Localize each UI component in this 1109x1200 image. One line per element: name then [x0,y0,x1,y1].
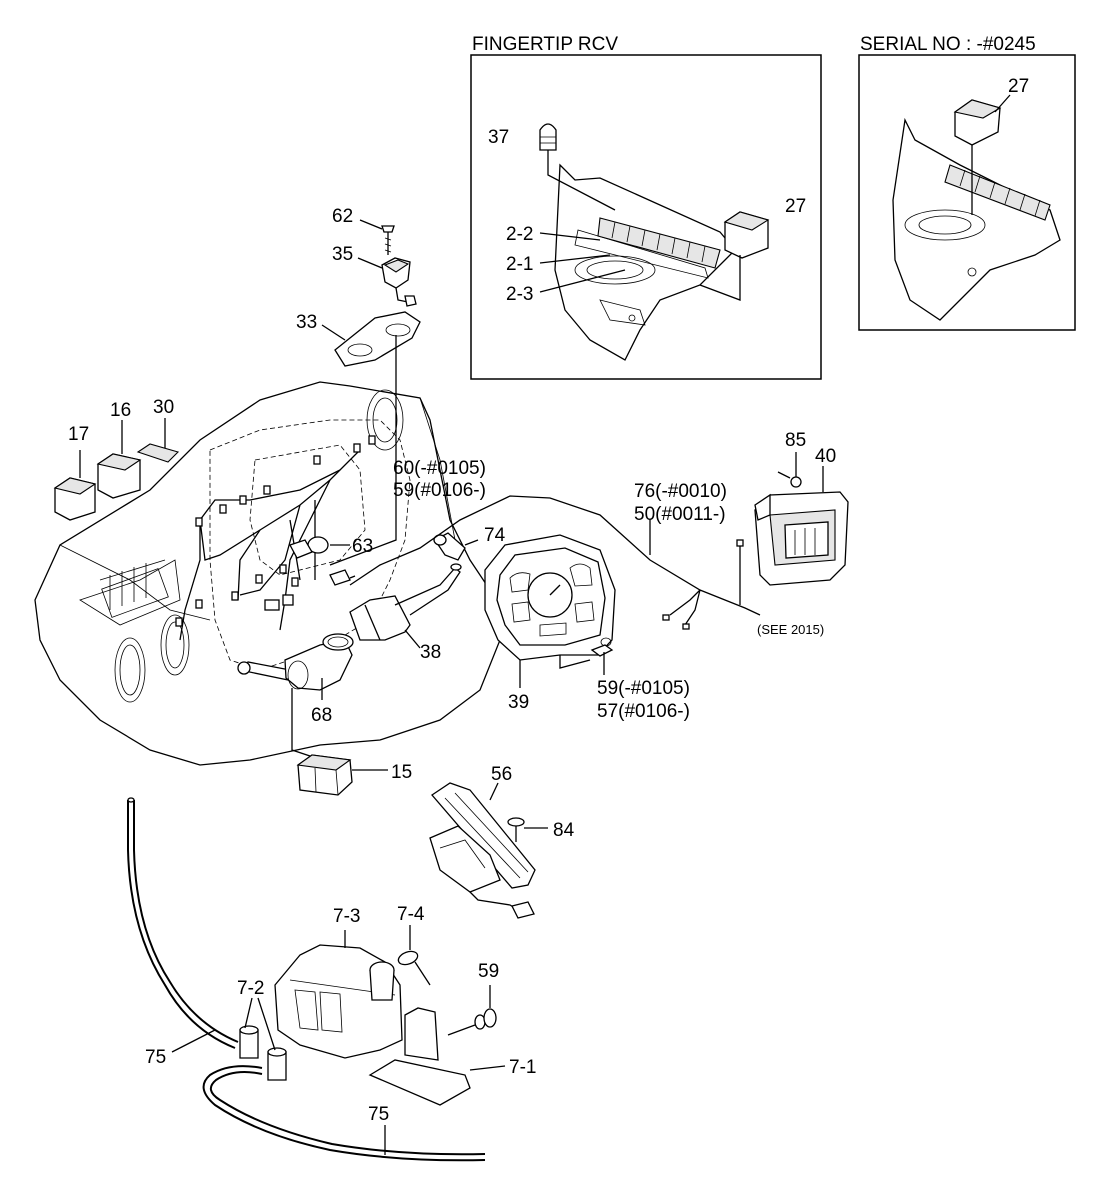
label-7-2: 7-2 [237,978,264,999]
label-59-a: 59(#0106-) [393,480,486,501]
part-35-bracket [357,257,417,307]
label-16: 16 [110,400,131,421]
label-33: 33 [296,312,317,333]
part-84-bolt [507,817,548,842]
label-76: 76(-#0010) [634,481,727,502]
part-7-2-fittings [239,997,287,1081]
label-35: 35 [332,244,353,265]
inset-serial-no: SERIAL NO : -#0245 27 [858,34,1076,331]
part-39-gauge-cluster [484,534,616,688]
part-62-screw [359,219,395,255]
part-40-display [754,466,849,586]
label-2-1: 2-1 [506,254,533,275]
part-7-4-cap [397,925,431,986]
part-68-column-switch [237,633,354,761]
label-84: 84 [553,820,575,841]
label-2-3: 2-3 [506,284,533,305]
part-38-column-cover [349,563,462,649]
dashboard-panel [34,381,501,766]
part-37-knob [539,123,616,211]
part-63-clamp [289,536,356,586]
inset-fingertip-title: FINGERTIP RCV [472,34,618,55]
label-39: 39 [508,692,529,713]
label-27-fingertip: 27 [785,196,806,217]
inset-serial-frame [858,54,1076,331]
part-15-switch [296,754,388,796]
label-59-c: 59 [478,961,499,982]
part-75-hose [127,797,486,1162]
part-7-1-bracket [368,1007,506,1106]
label-7-1: 7-1 [509,1057,536,1078]
inset-fingertip-frame [470,54,822,380]
label-56: 56 [491,764,512,785]
label-68: 68 [311,705,332,726]
label-38: 38 [420,642,441,663]
fingertip-console [554,163,736,361]
label-60: 60(-#0105) [393,458,486,479]
label-30: 30 [153,397,174,418]
part-17-switch [53,450,97,521]
label-75-b: 75 [368,1104,389,1125]
label-57: 57(#0106-) [597,701,690,722]
part-30-cover [136,418,180,463]
label-74: 74 [484,525,506,546]
label-15: 15 [391,762,412,783]
label-2-2: 2-2 [506,224,533,245]
part-59-57-screw [590,644,614,675]
part-16-switch [96,420,142,499]
label-7-4: 7-4 [397,904,425,925]
part-59-bolt [447,985,497,1036]
part-85-screw [777,452,802,488]
label-7-3: 7-3 [333,906,360,927]
part-7-3-reservoir-tank [274,930,403,1059]
inset-fingertip-rcv: FINGERTIP RCV 37 27 2-2 2-1 2-3 [470,34,822,380]
label-63: 63 [352,536,373,557]
label-27-serial: 27 [1008,76,1029,97]
label-37: 37 [488,127,509,148]
label-see-2015: (SEE 2015) [757,622,824,637]
label-59-b: 59(-#0105) [597,678,690,699]
part-74-clip [433,532,479,561]
label-50: 50(#0011-) [634,504,726,525]
label-40: 40 [815,446,836,467]
label-75-a: 75 [145,1047,166,1068]
part-76-50-harness [349,495,761,630]
part-56-accelerator-pedal [429,782,536,919]
label-85: 85 [785,430,806,451]
label-17: 17 [68,424,89,445]
part-33-plate [321,311,421,566]
inset-serial-title: SERIAL NO : -#0245 [860,34,1036,55]
serial-console [892,117,1061,321]
label-62: 62 [332,206,353,227]
part-27-switch-serial [953,94,1011,215]
part-27-switch-fingertip [699,211,770,301]
